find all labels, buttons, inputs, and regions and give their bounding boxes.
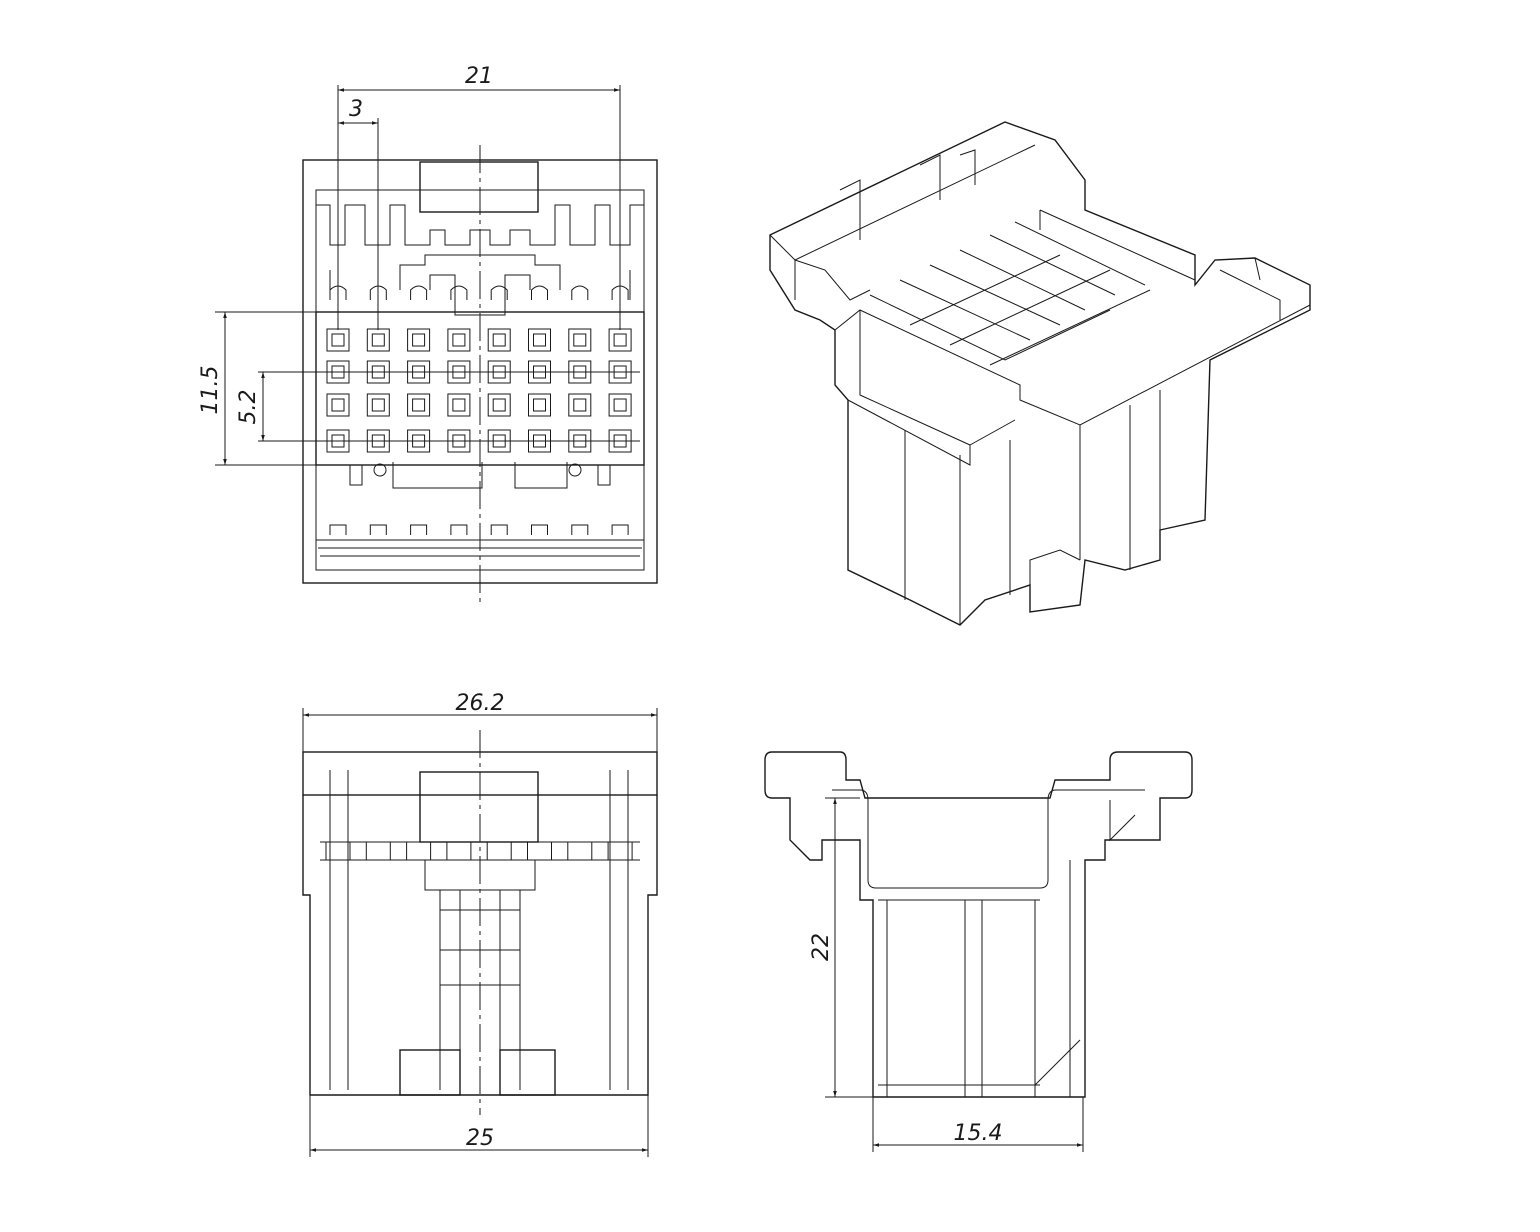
rib (406, 841, 432, 860)
dim-label-side-width: 15.4 (954, 1121, 1003, 1146)
rib (486, 841, 512, 860)
dim-body-width: 25 (309, 1095, 649, 1157)
pin-cavity (326, 393, 350, 417)
pin-cavity (366, 328, 390, 352)
dim-depth: 22 (809, 797, 873, 1098)
slot (490, 524, 508, 535)
pin-cavity (366, 393, 390, 417)
pin-cavity (407, 393, 431, 417)
dim-pin-pitch: 3 (338, 97, 379, 330)
pin-cavity (487, 328, 511, 352)
dim-height-outer: 11.5 (198, 311, 316, 466)
slot (369, 524, 387, 535)
latch (531, 285, 548, 300)
pin-cavity (608, 328, 632, 352)
front-view: 21 3 11.5 5.2 (198, 64, 658, 605)
latch (571, 285, 589, 300)
pin-cavity (407, 328, 431, 352)
slot (329, 524, 347, 535)
dim-overall-width: 26.2 (302, 691, 658, 752)
dim-label-row-pitch: 5.2 (236, 390, 261, 425)
pin-cavity (568, 393, 592, 417)
bottom-view-ribs (325, 841, 633, 860)
rib (365, 841, 391, 860)
slot (611, 524, 629, 535)
dim-pin-span: 21 (337, 64, 621, 330)
dim-label-depth: 22 (809, 933, 834, 961)
dim-side-width: 15.4 (872, 1097, 1084, 1152)
pin-cavity (447, 393, 471, 417)
rib (567, 841, 593, 860)
slot (450, 524, 468, 535)
dim-label-pin-pitch: 3 (349, 97, 363, 122)
bottom-slots (329, 285, 629, 535)
pin-cavity (528, 393, 551, 417)
slot (531, 524, 548, 535)
pin-cavity (326, 328, 350, 352)
bottom-view: 26.2 25 (302, 691, 658, 1157)
dim-label-pin-span: 21 (465, 64, 493, 89)
pin-cavity (568, 328, 592, 352)
latch (450, 285, 468, 300)
isometric-view (769, 121, 1311, 626)
dim-label-overall-width: 26.2 (456, 691, 505, 716)
rib (446, 841, 472, 860)
slot (410, 524, 428, 535)
latch (410, 285, 428, 300)
pin-cavity (608, 393, 632, 417)
rib (607, 841, 633, 860)
dim-label-height-outer: 11.5 (198, 366, 223, 415)
dim-label-body-width: 25 (466, 1126, 494, 1151)
latch (490, 285, 508, 300)
slot (571, 524, 589, 535)
pin-cavity (528, 328, 551, 352)
dim-row-pitch: 5.2 (236, 371, 320, 442)
rib (527, 841, 552, 860)
side-view: 22 15.4 (764, 751, 1193, 1152)
pin-grid (326, 328, 632, 453)
rib (325, 841, 351, 860)
pin-cavity (487, 393, 511, 417)
pin-cavity (447, 328, 471, 352)
